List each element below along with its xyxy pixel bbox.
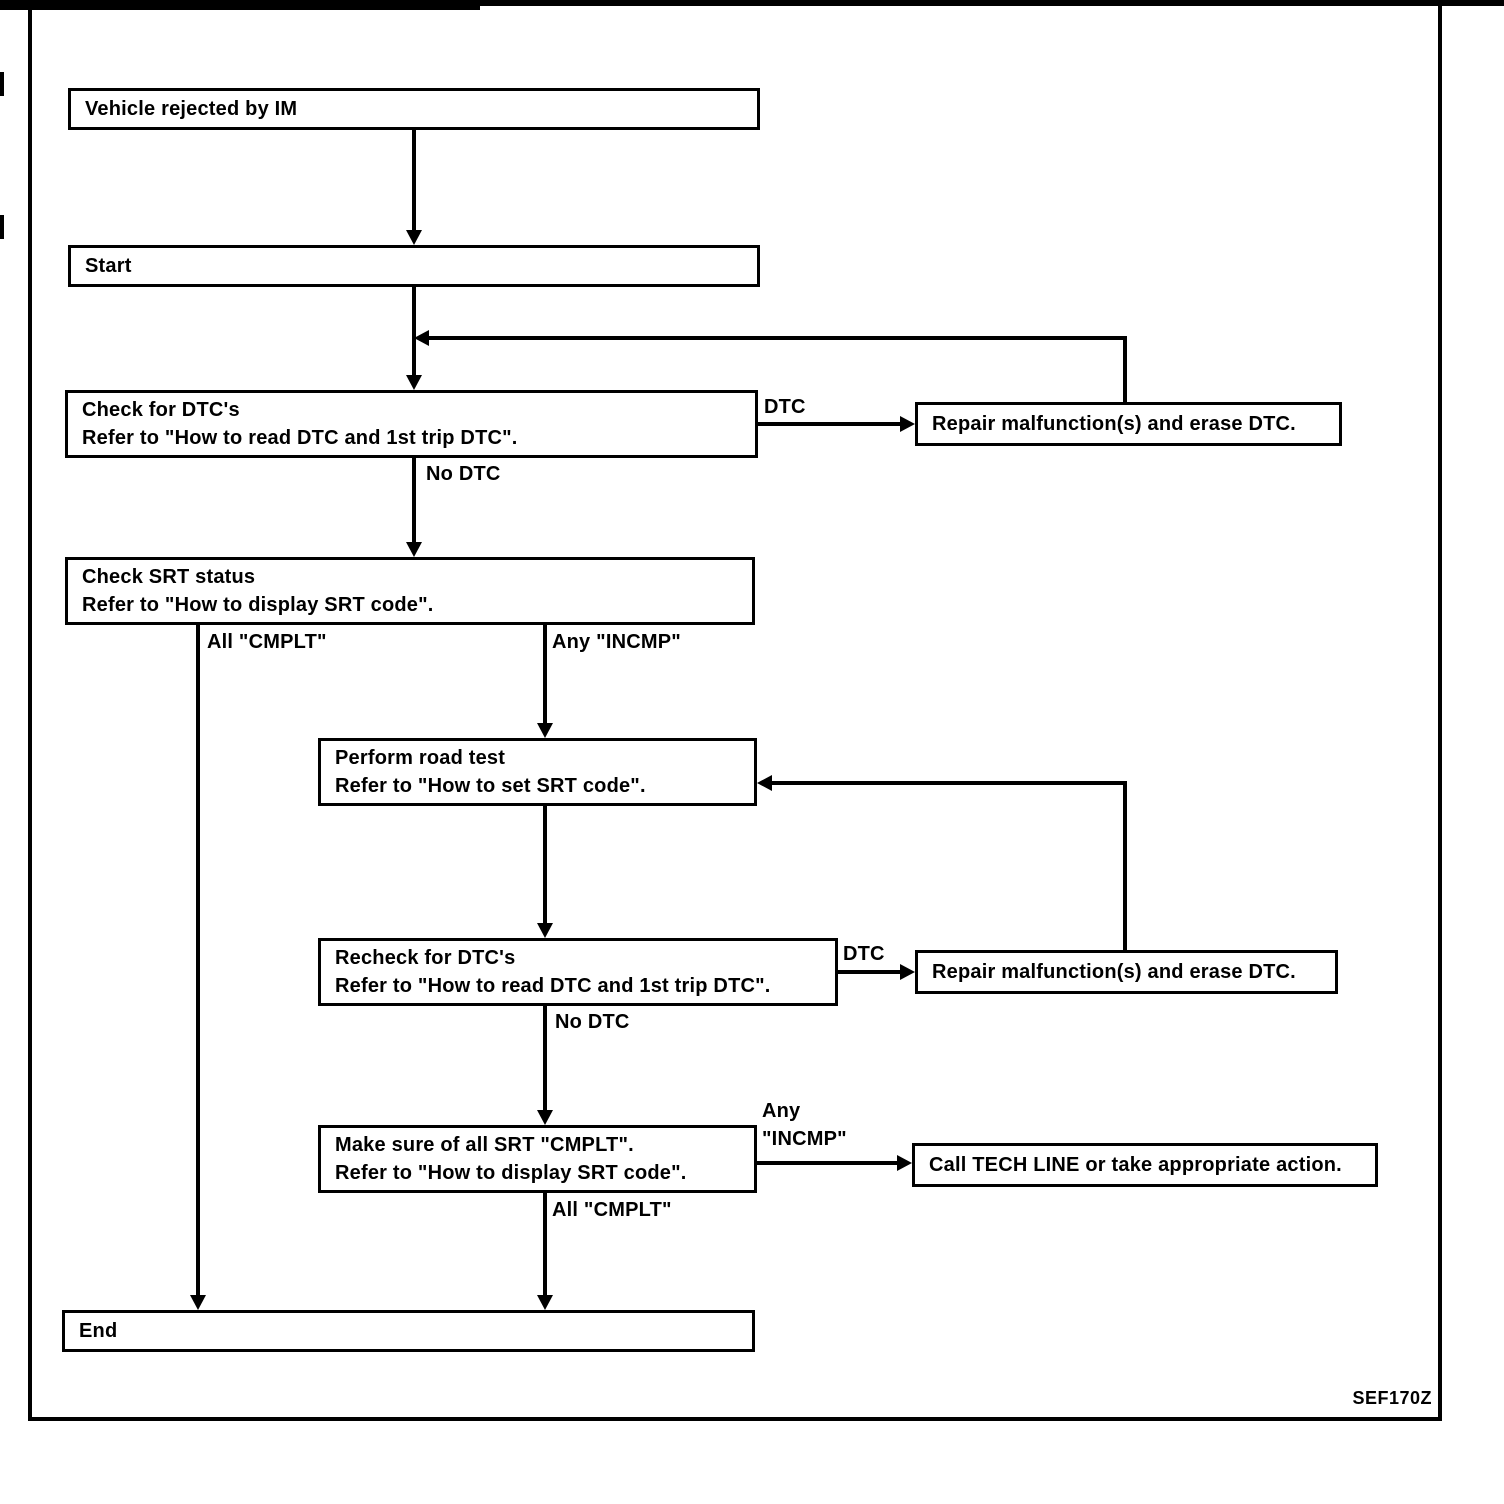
flow-node-start: Start xyxy=(68,245,760,287)
flow-node-vehicle-rejected: Vehicle rejected by IM xyxy=(68,88,760,130)
flow-node-repair-erase-dtc-2: Repair malfunction(s) and erase DTC. xyxy=(915,950,1338,994)
node-text: Refer to "How to read DTC and 1st trip D… xyxy=(335,975,771,997)
arrowhead-right-icon xyxy=(900,964,915,980)
arrowhead-down-icon xyxy=(537,1110,553,1125)
arrowhead-right-icon xyxy=(900,416,915,432)
arrowhead-down-icon xyxy=(537,1295,553,1310)
node-text: Repair malfunction(s) and erase DTC. xyxy=(932,961,1296,983)
figure-code: SEF170Z xyxy=(1352,1388,1432,1408)
flow-node-end: End xyxy=(62,1310,755,1352)
edge-label-dtc-1: DTC xyxy=(764,396,806,418)
arrowhead-down-icon xyxy=(537,923,553,938)
node-text: Check SRT status xyxy=(82,566,256,588)
arrowhead-right-icon xyxy=(897,1155,912,1171)
connector-line xyxy=(758,422,903,426)
arrowhead-down-icon xyxy=(537,723,553,738)
node-text: Check for DTC's xyxy=(82,399,240,421)
flow-node-call-tech-line: Call TECH LINE or take appropriate actio… xyxy=(912,1143,1378,1187)
edge-label-dtc-2: DTC xyxy=(843,943,885,965)
connector-line xyxy=(543,806,547,924)
connector-line xyxy=(838,970,903,974)
connector-line xyxy=(196,625,200,1296)
flow-node-check-srt-status: Check SRT status Refer to "How to displa… xyxy=(65,557,755,625)
edge-label-any-incmp-2-line1: Any xyxy=(762,1100,801,1122)
arrowhead-down-icon xyxy=(406,375,422,390)
connector-line xyxy=(757,1161,899,1165)
node-text: Call TECH LINE or take appropriate actio… xyxy=(929,1154,1342,1176)
flow-node-repair-erase-dtc-1: Repair malfunction(s) and erase DTC. xyxy=(915,402,1342,446)
flow-node-make-sure-srt-cmplt: Make sure of all SRT "CMPLT". Refer to "… xyxy=(318,1125,757,1193)
node-text: Start xyxy=(85,255,132,277)
flow-node-check-dtc: Check for DTC's Refer to "How to read DT… xyxy=(65,390,758,458)
node-text: Refer to "How to set SRT code". xyxy=(335,775,646,797)
edge-label-any-incmp-1: Any "INCMP" xyxy=(552,631,681,653)
node-text: Refer to "How to display SRT code". xyxy=(82,594,434,616)
edge-label-no-dtc-1: No DTC xyxy=(426,463,501,485)
connector-line xyxy=(771,781,1127,785)
scan-artifact-top-bar-thick xyxy=(0,0,480,10)
node-text: Perform road test xyxy=(335,747,506,769)
scan-artifact-left-mark xyxy=(0,215,4,239)
arrowhead-left-icon xyxy=(757,775,772,791)
arrowhead-down-icon xyxy=(190,1295,206,1310)
connector-line xyxy=(543,1006,547,1112)
node-text: Refer to "How to read DTC and 1st trip D… xyxy=(82,427,518,449)
edge-label-any-incmp-2-line2: "INCMP" xyxy=(762,1128,847,1150)
connector-line xyxy=(1123,781,1127,952)
flow-node-recheck-dtc: Recheck for DTC's Refer to "How to read … xyxy=(318,938,838,1006)
connector-line xyxy=(543,1193,547,1296)
connector-line xyxy=(543,625,547,724)
node-text: Vehicle rejected by IM xyxy=(85,98,298,120)
connector-line xyxy=(1123,336,1127,404)
connector-line xyxy=(428,336,1127,340)
node-text: Refer to "How to display SRT code". xyxy=(335,1162,687,1184)
diagram-border-frame xyxy=(28,0,1442,1421)
connector-line xyxy=(412,130,416,231)
scan-artifact-left-mark xyxy=(0,72,4,96)
edge-label-all-cmplt-1: All "CMPLT" xyxy=(207,631,327,653)
arrowhead-left-icon xyxy=(414,330,429,346)
node-text: Repair malfunction(s) and erase DTC. xyxy=(932,413,1296,435)
node-text: Recheck for DTC's xyxy=(335,947,516,969)
flow-node-perform-road-test: Perform road test Refer to "How to set S… xyxy=(318,738,757,806)
arrowhead-down-icon xyxy=(406,230,422,245)
edge-label-no-dtc-2: No DTC xyxy=(555,1011,630,1033)
node-text: Make sure of all SRT "CMPLT". xyxy=(335,1134,634,1156)
edge-label-all-cmplt-2: All "CMPLT" xyxy=(552,1199,672,1221)
node-text: End xyxy=(79,1320,118,1342)
connector-line xyxy=(412,458,416,543)
arrowhead-down-icon xyxy=(406,542,422,557)
